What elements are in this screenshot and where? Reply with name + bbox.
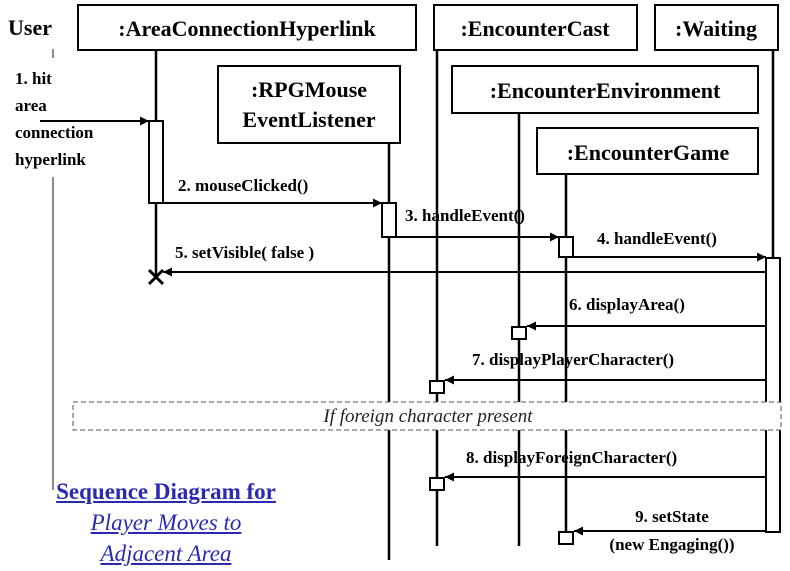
caption-link-line-1[interactable]: Sequence Diagram for	[56, 479, 276, 504]
object-encounter-game: :EncounterGame	[536, 127, 759, 175]
caption-link-line-2[interactable]: Player Moves to	[90, 510, 242, 535]
svg-text::EncounterCast: :EncounterCast	[460, 16, 610, 41]
message-4-label: 4. handleEvent()	[597, 229, 717, 248]
svg-text::EncounterEnvironment: :EncounterEnvironment	[490, 78, 721, 103]
activation-encounter-cast-8	[429, 477, 445, 491]
object-area-connection-hyperlink: :AreaConnectionHyperlink	[77, 4, 417, 51]
message-2-label: 2. mouseClicked()	[178, 176, 308, 195]
guard-fragment-label: If foreign character present	[322, 406, 533, 427]
guard-fragment	[72, 401, 782, 431]
object-rpg-mouse-event-listener: :RPGMouse EventListener	[217, 65, 401, 144]
activation-waiting	[765, 257, 781, 533]
activation-encounter-cast-7	[429, 380, 445, 394]
actor-user-label: User	[8, 15, 52, 40]
message-8-label: 8. displayForeignCharacter()	[466, 448, 677, 467]
activation-encounter-game-9	[558, 531, 574, 545]
svg-text:EventListener: EventListener	[242, 107, 375, 132]
message-9-label: 9. setState	[635, 507, 709, 526]
message-9-label: (new Engaging())	[609, 535, 734, 554]
activation-encounter-environment-6	[511, 326, 527, 340]
activation-encounter-game	[558, 236, 574, 258]
message-1-label: hyperlink	[15, 150, 86, 169]
object-waiting: :Waiting	[654, 4, 779, 51]
message-1-label: connection	[15, 123, 94, 142]
object-encounter-cast: :EncounterCast	[433, 4, 638, 51]
diagram-caption: Sequence Diagram for Player Moves to Adj…	[20, 476, 312, 569]
caption-link-line-3[interactable]: Adjacent Area	[100, 541, 232, 566]
message-3-label: 3. handleEvent()	[405, 206, 525, 225]
message-6-label: 6. displayArea()	[569, 295, 685, 314]
svg-text::EncounterGame: :EncounterGame	[567, 140, 730, 165]
message-1-label: 1. hit	[15, 69, 52, 88]
message-5-label: 5. setVisible( false )	[175, 243, 314, 262]
message-1-label: area	[15, 96, 47, 115]
activation-rpg-mouse-event-listener	[381, 202, 397, 238]
message-7-label: 7. displayPlayerCharacter()	[472, 350, 674, 369]
svg-text::Waiting: :Waiting	[675, 16, 757, 41]
object-encounter-environment: :EncounterEnvironment	[451, 65, 759, 114]
svg-text::AreaConnectionHyperlink: :AreaConnectionHyperlink	[118, 16, 376, 41]
destroy-x-icon	[147, 268, 165, 286]
svg-text::RPGMouse: :RPGMouse	[251, 77, 367, 102]
activation-area-connection-hyperlink	[148, 120, 164, 204]
